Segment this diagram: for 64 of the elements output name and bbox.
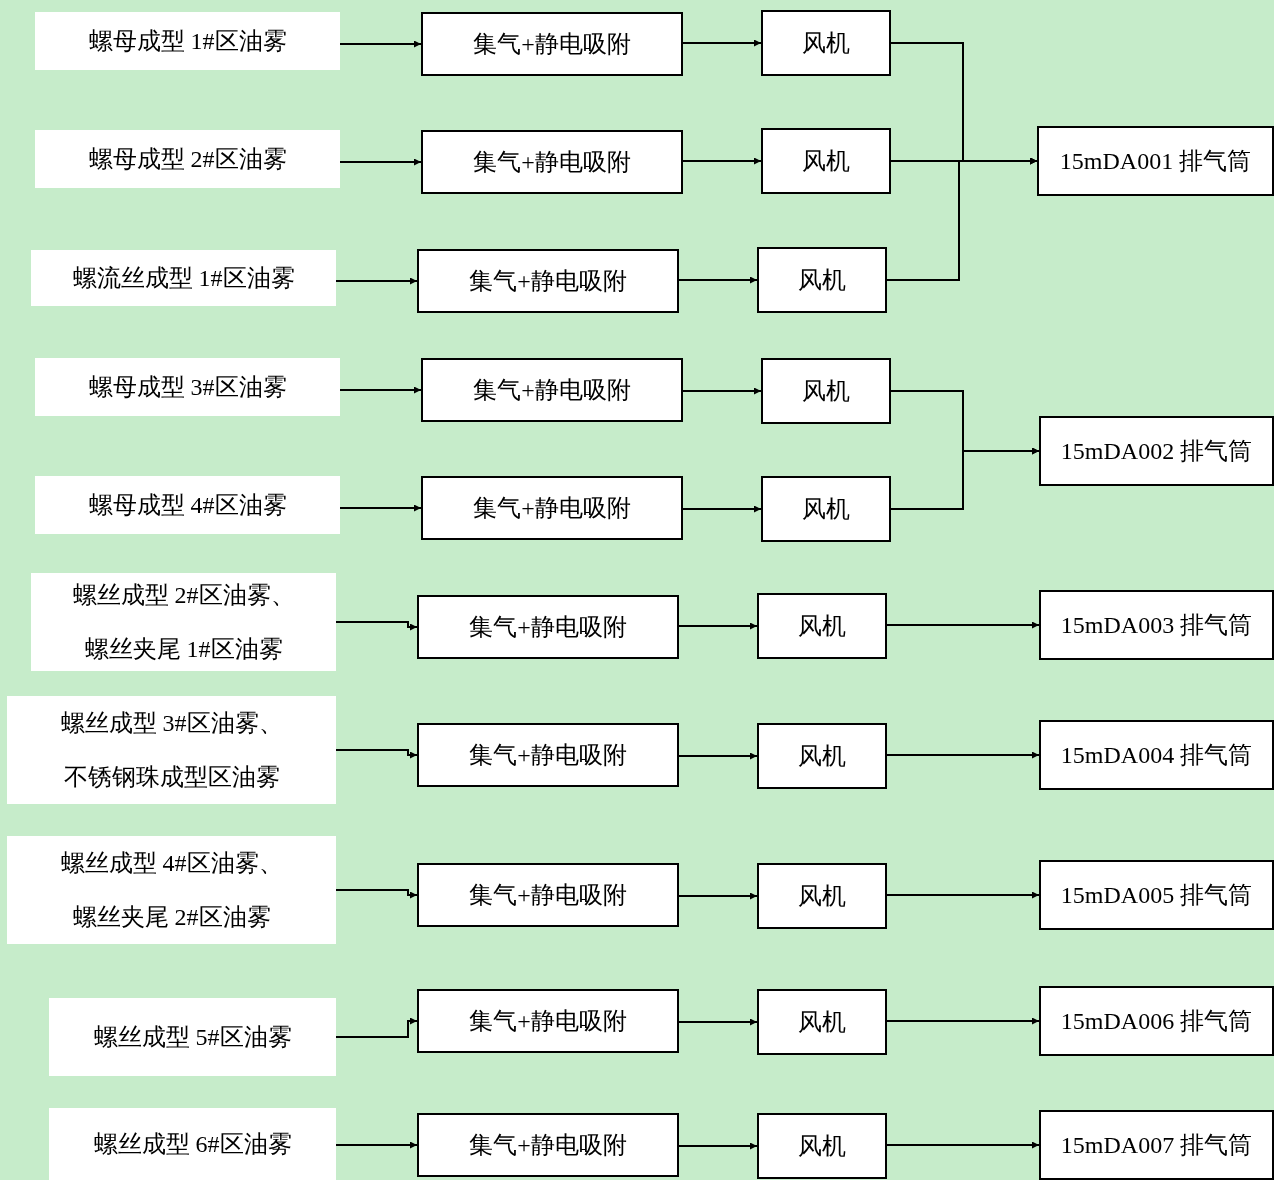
fan-box: 风机 [761,476,891,542]
fan-box: 风机 [757,989,887,1055]
arrow [678,1142,758,1150]
arrow [339,40,422,48]
arrow [886,157,1038,281]
exhaust-stack-box: 15mDA003 排气筒 [1039,590,1274,660]
exhaust-stack-box: 15mDA005 排气筒 [1039,860,1274,930]
fan-box: 风机 [757,1113,887,1179]
source-label: 螺母成型 3#区油雾 [35,358,340,416]
fan-box: 风机 [761,10,891,76]
arrow [678,1018,758,1026]
arrow [890,447,1040,510]
source-label: 螺丝成型 6#区油雾 [49,1108,336,1180]
arrow [886,1017,1040,1025]
arrow [886,891,1040,899]
fan-box: 风机 [757,863,887,929]
source-label: 螺流丝成型 1#区油雾 [31,250,336,306]
collector-box: 集气+静电吸附 [421,358,683,422]
arrow [682,505,762,513]
exhaust-stack-box: 15mDA007 排气筒 [1039,1110,1274,1180]
arrow [678,892,758,900]
collector-box: 集气+静电吸附 [417,249,679,313]
fan-box: 风机 [757,593,887,659]
fan-box: 风机 [761,128,891,194]
arrow [886,621,1040,629]
exhaust-stack-box: 15mDA001 排气筒 [1037,126,1274,196]
fan-box: 风机 [757,723,887,789]
arrow [335,277,418,285]
source-label: 螺母成型 4#区油雾 [35,476,340,534]
source-label: 螺丝成型 2#区油雾、螺丝夹尾 1#区油雾 [31,573,336,671]
arrow [682,157,762,165]
exhaust-stack-box: 15mDA006 排气筒 [1039,986,1274,1056]
arrow [335,889,418,899]
source-label: 螺母成型 2#区油雾 [35,130,340,188]
arrow [335,1141,418,1149]
collector-box: 集气+静电吸附 [421,12,683,76]
source-label: 螺母成型 1#区油雾 [35,12,340,70]
arrow [682,387,762,395]
collector-box: 集气+静电吸附 [417,723,679,787]
collector-box: 集气+静电吸附 [421,130,683,194]
source-label: 螺丝成型 5#区油雾 [49,998,336,1076]
fan-box: 风机 [761,358,891,424]
arrow [682,39,762,47]
arrow [339,504,422,512]
exhaust-stack-box: 15mDA002 排气筒 [1039,416,1274,486]
collector-box: 集气+静电吸附 [417,1113,679,1177]
arrow [339,386,422,394]
collector-box: 集气+静电吸附 [417,595,679,659]
arrow [339,158,422,166]
collector-box: 集气+静电吸附 [421,476,683,540]
arrow [678,276,758,284]
arrow [678,622,758,630]
fan-box: 风机 [757,247,887,313]
arrow [886,1141,1040,1149]
arrow [678,752,758,760]
source-label: 螺丝成型 4#区油雾、螺丝夹尾 2#区油雾 [7,836,336,944]
arrow [335,1017,418,1038]
exhaust-stack-box: 15mDA004 排气筒 [1039,720,1274,790]
collector-box: 集气+静电吸附 [417,989,679,1053]
arrow [886,751,1040,759]
arrow [335,621,418,631]
source-label: 螺丝成型 3#区油雾、不锈钢珠成型区油雾 [7,696,336,804]
collector-box: 集气+静电吸附 [417,863,679,927]
arrow [335,749,418,759]
